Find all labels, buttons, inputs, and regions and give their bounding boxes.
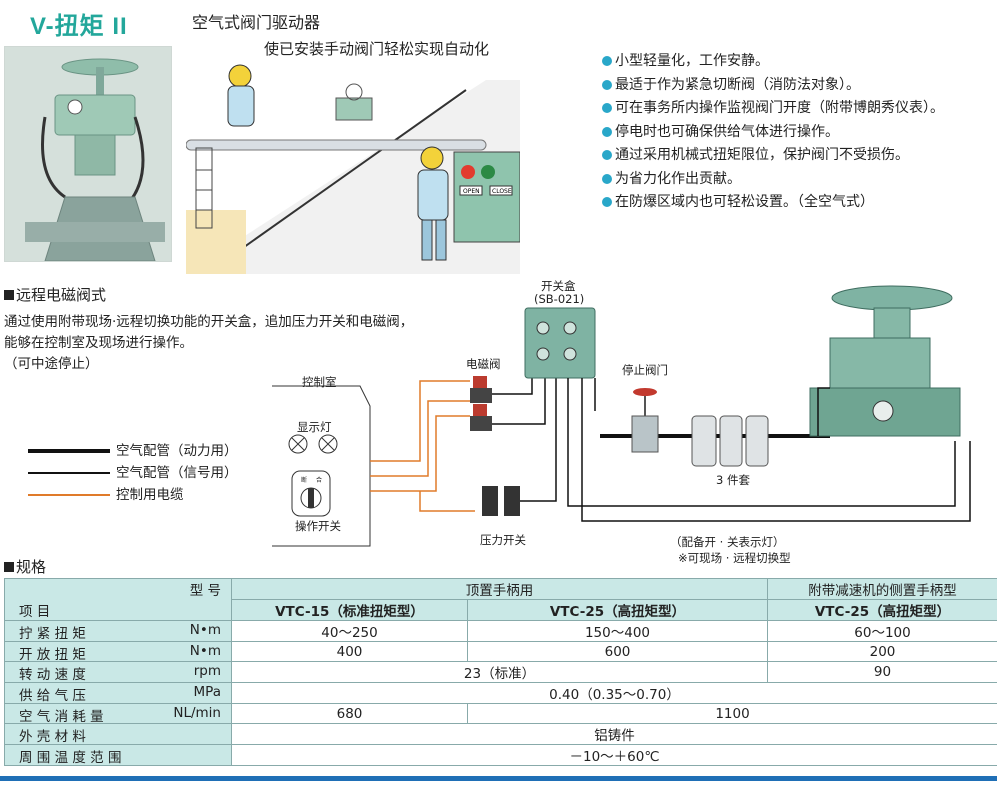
legend-item: 控制用电缆 [28,484,238,506]
table-cell: 150～400 [467,620,768,642]
product-photo [4,46,172,262]
table-cell: 40～250 [231,620,468,642]
brand-title: V-扭矩 II [30,13,128,40]
table-cell: 0.40（0.35～0.70） [231,682,997,704]
square-bullet-icon [4,562,14,572]
group-header: 顶置手柄用 [231,578,768,600]
cable-swatch [28,494,110,496]
feature-item: 在防爆区域内也可轻松设置。（全空气式） [602,191,944,215]
signal-pipe-swatch [28,472,110,474]
switch-box-model: (SB-021) [534,292,585,306]
pipe-legend: 空气配管（动力用） 空气配管（信号用） 控制用电缆 [28,440,238,506]
row-label: 周 围 温 度 范 围 [4,744,232,766]
feature-item: 小型轻量化，工作安静。 [602,50,944,74]
table-cell: 400 [231,641,468,662]
remote-description: 通过使用附带现场·远程切换功能的开关盒，追加压力开关和电磁阀， 能够在控制室及现… [4,312,413,375]
legend-item: 空气配管（动力用） [28,440,238,462]
square-bullet-icon [4,290,14,300]
power-pipe-swatch [28,449,110,453]
workers-illustration: OPEN CLOSE [185,60,521,275]
control-room-label: 控制室 [302,375,337,389]
product-subtitle: 使已安装手动阀门轻松实现自动化 [264,40,490,58]
remote-desc-line: 能够在控制室及现场进行操作。 [4,335,193,351]
table-row: 型 号 顶置手柄用 附带减速机的侧置手柄型 [4,578,997,600]
switch-type-note: ※可现场 · 远程切换型 [678,551,791,565]
solenoid-label: 电磁阀 [466,357,501,371]
feature-list: 小型轻量化，工作安静。 最适于作为紧急切断阀（消防法对象）。 可在事务所内操作监… [602,50,944,215]
bullet-icon [602,126,612,137]
table-cell: 600 [467,641,768,662]
switch-box-label: 开关盒 [541,279,576,293]
table-cell: 铝铸件 [231,723,997,745]
open-label: OPEN [463,188,480,195]
item-label: 项 目 [4,599,232,621]
feature-item: 停电时也可确保供给气体进行操作。 [602,121,944,145]
bullet-icon [602,197,612,207]
bullet-icon [602,56,612,66]
switch-off-label: 断 [301,477,308,484]
spec-heading: 规格 [4,556,46,577]
product-title: 空气式阀门驱动器 [192,13,321,32]
row-label: 外 壳 材 料 [4,723,232,745]
remote-heading: 远程电磁阀式 [4,284,106,305]
stop-valve-label: 停止阀门 [622,363,668,377]
system-diagram: 控制室 显示灯 操作开关 断 合 开关盒 (SB-021) 电磁阀 压力开关 停… [270,276,997,566]
model-label: 型 号 [4,578,232,600]
model-header: VTC-25（高扭矩型） [767,599,997,621]
indicator-lamp-label: 显示灯 [297,420,332,434]
table-cell: 680 [231,703,468,724]
actuator-photo-drawing [5,47,171,262]
table-cell: 23（标准） [231,661,768,683]
model-header: VTC-25（高扭矩型） [467,599,768,621]
footer-bar [0,776,997,781]
bullet-icon [602,103,612,113]
feature-item: 通过采用机械式扭矩限位，保护阀门不受损伤。 [602,144,944,168]
pressure-switch-label: 压力开关 [480,533,526,547]
indicator-note: （配备开 · 关表示灯） [670,535,785,549]
operation-switch-label: 操作开关 [295,519,341,533]
table-cell: 90 [767,661,997,683]
table-row: 项 目 VTC-15（标准扭矩型） VTC-25（高扭矩型） VTC-25（高扭… [4,599,997,621]
bullet-icon [602,150,612,160]
feature-item: 最适于作为紧急切断阀（消防法对象）。 [602,74,944,98]
table-cell: 200 [767,641,997,662]
three-set-label: 3 件套 [716,473,750,487]
remote-desc-line: （可中途停止） [4,356,99,372]
remote-desc-line: 通过使用附带现场·远程切换功能的开关盒，追加压力开关和电磁阀， [4,314,414,330]
table-row: 周 围 温 度 范 围 －10～＋60℃ [4,744,997,766]
model-header: VTC-15（标准扭矩型） [231,599,468,621]
group-header: 附带减速机的侧置手柄型 [767,578,997,600]
switch-on-label: 合 [316,477,323,484]
legend-item: 空气配管（信号用） [28,462,238,484]
table-cell: 60～100 [767,620,997,642]
table-row: 外 壳 材 料 铝铸件 [4,723,997,745]
table-cell: 1100 [467,703,997,724]
spec-table: 型 号 顶置手柄用 附带减速机的侧置手柄型 项 目 VTC-15（标准扭矩型） … [4,578,997,766]
bullet-icon [602,173,612,184]
feature-item: 为省力化作出贡献。 [602,168,944,192]
bullet-icon [602,79,612,90]
close-label: CLOSE [492,188,512,195]
feature-item: 可在事务所内操作监视阀门开度（附带博朗秀仪表）。 [602,97,944,121]
table-cell: －10～＋60℃ [231,744,997,766]
